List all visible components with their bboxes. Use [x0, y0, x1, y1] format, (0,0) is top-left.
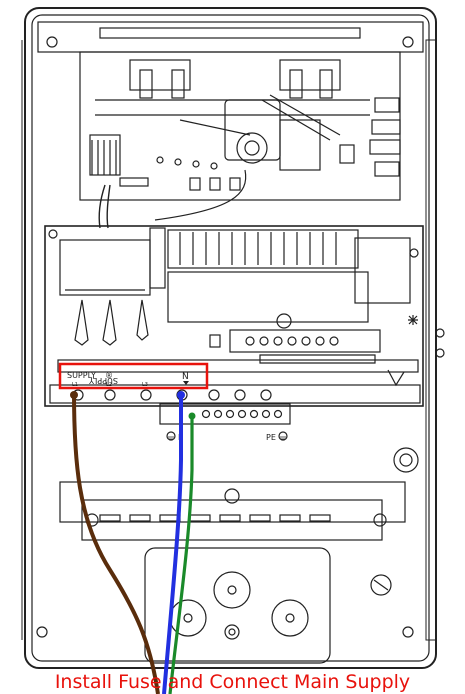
cable-gland-right [271, 599, 309, 637]
control-board [79, 51, 401, 201]
supply-label-right: SUPPLY [89, 376, 118, 385]
supply-label-left: SUPPLY [67, 371, 96, 380]
screw-top-left-icon [46, 36, 58, 48]
terminal-block-row [49, 384, 421, 404]
caption: Install Fuse and Connect Main Supply [54, 671, 411, 693]
terminal-l3: L3 [142, 382, 148, 388]
earth-symbol-right-icon [278, 431, 288, 441]
screw-module-right-icon [409, 248, 419, 258]
earth-label-right: PE [266, 433, 276, 442]
earth-bar [159, 403, 291, 441]
side-knockout-icon [370, 574, 392, 596]
neutral-arrow-icon [183, 381, 189, 385]
terminal-neutral: N [182, 372, 189, 382]
cable-gland-left [169, 599, 207, 637]
blue-neutral-wire [162, 392, 183, 694]
green-earth-wire [168, 416, 194, 694]
status-light-icon [408, 315, 418, 325]
enclosure-inner [31, 14, 430, 662]
terminal-l1: L1 [72, 382, 78, 388]
right-knob-icon [393, 447, 419, 473]
screw-din-right-icon [373, 513, 387, 527]
supply-terminal-highlight [58, 362, 209, 390]
terminal-symbol: ® [105, 371, 113, 380]
right-connectors [339, 97, 401, 177]
brown-live-wire [72, 391, 160, 694]
cable-gland-top [213, 571, 251, 609]
screw-module-left-icon [48, 229, 58, 239]
din-rail [59, 481, 406, 541]
cable-gland-small [224, 624, 240, 640]
top-mounting-rail [37, 21, 424, 53]
signal-cable [154, 169, 247, 221]
screw-top-right-icon [402, 36, 414, 48]
ribbon-cable [98, 184, 106, 229]
power-module [44, 225, 424, 407]
terminal-l2: L2 [106, 382, 112, 388]
enclosure-right-rail [425, 39, 437, 641]
earth-symbol-left-icon [166, 431, 176, 441]
